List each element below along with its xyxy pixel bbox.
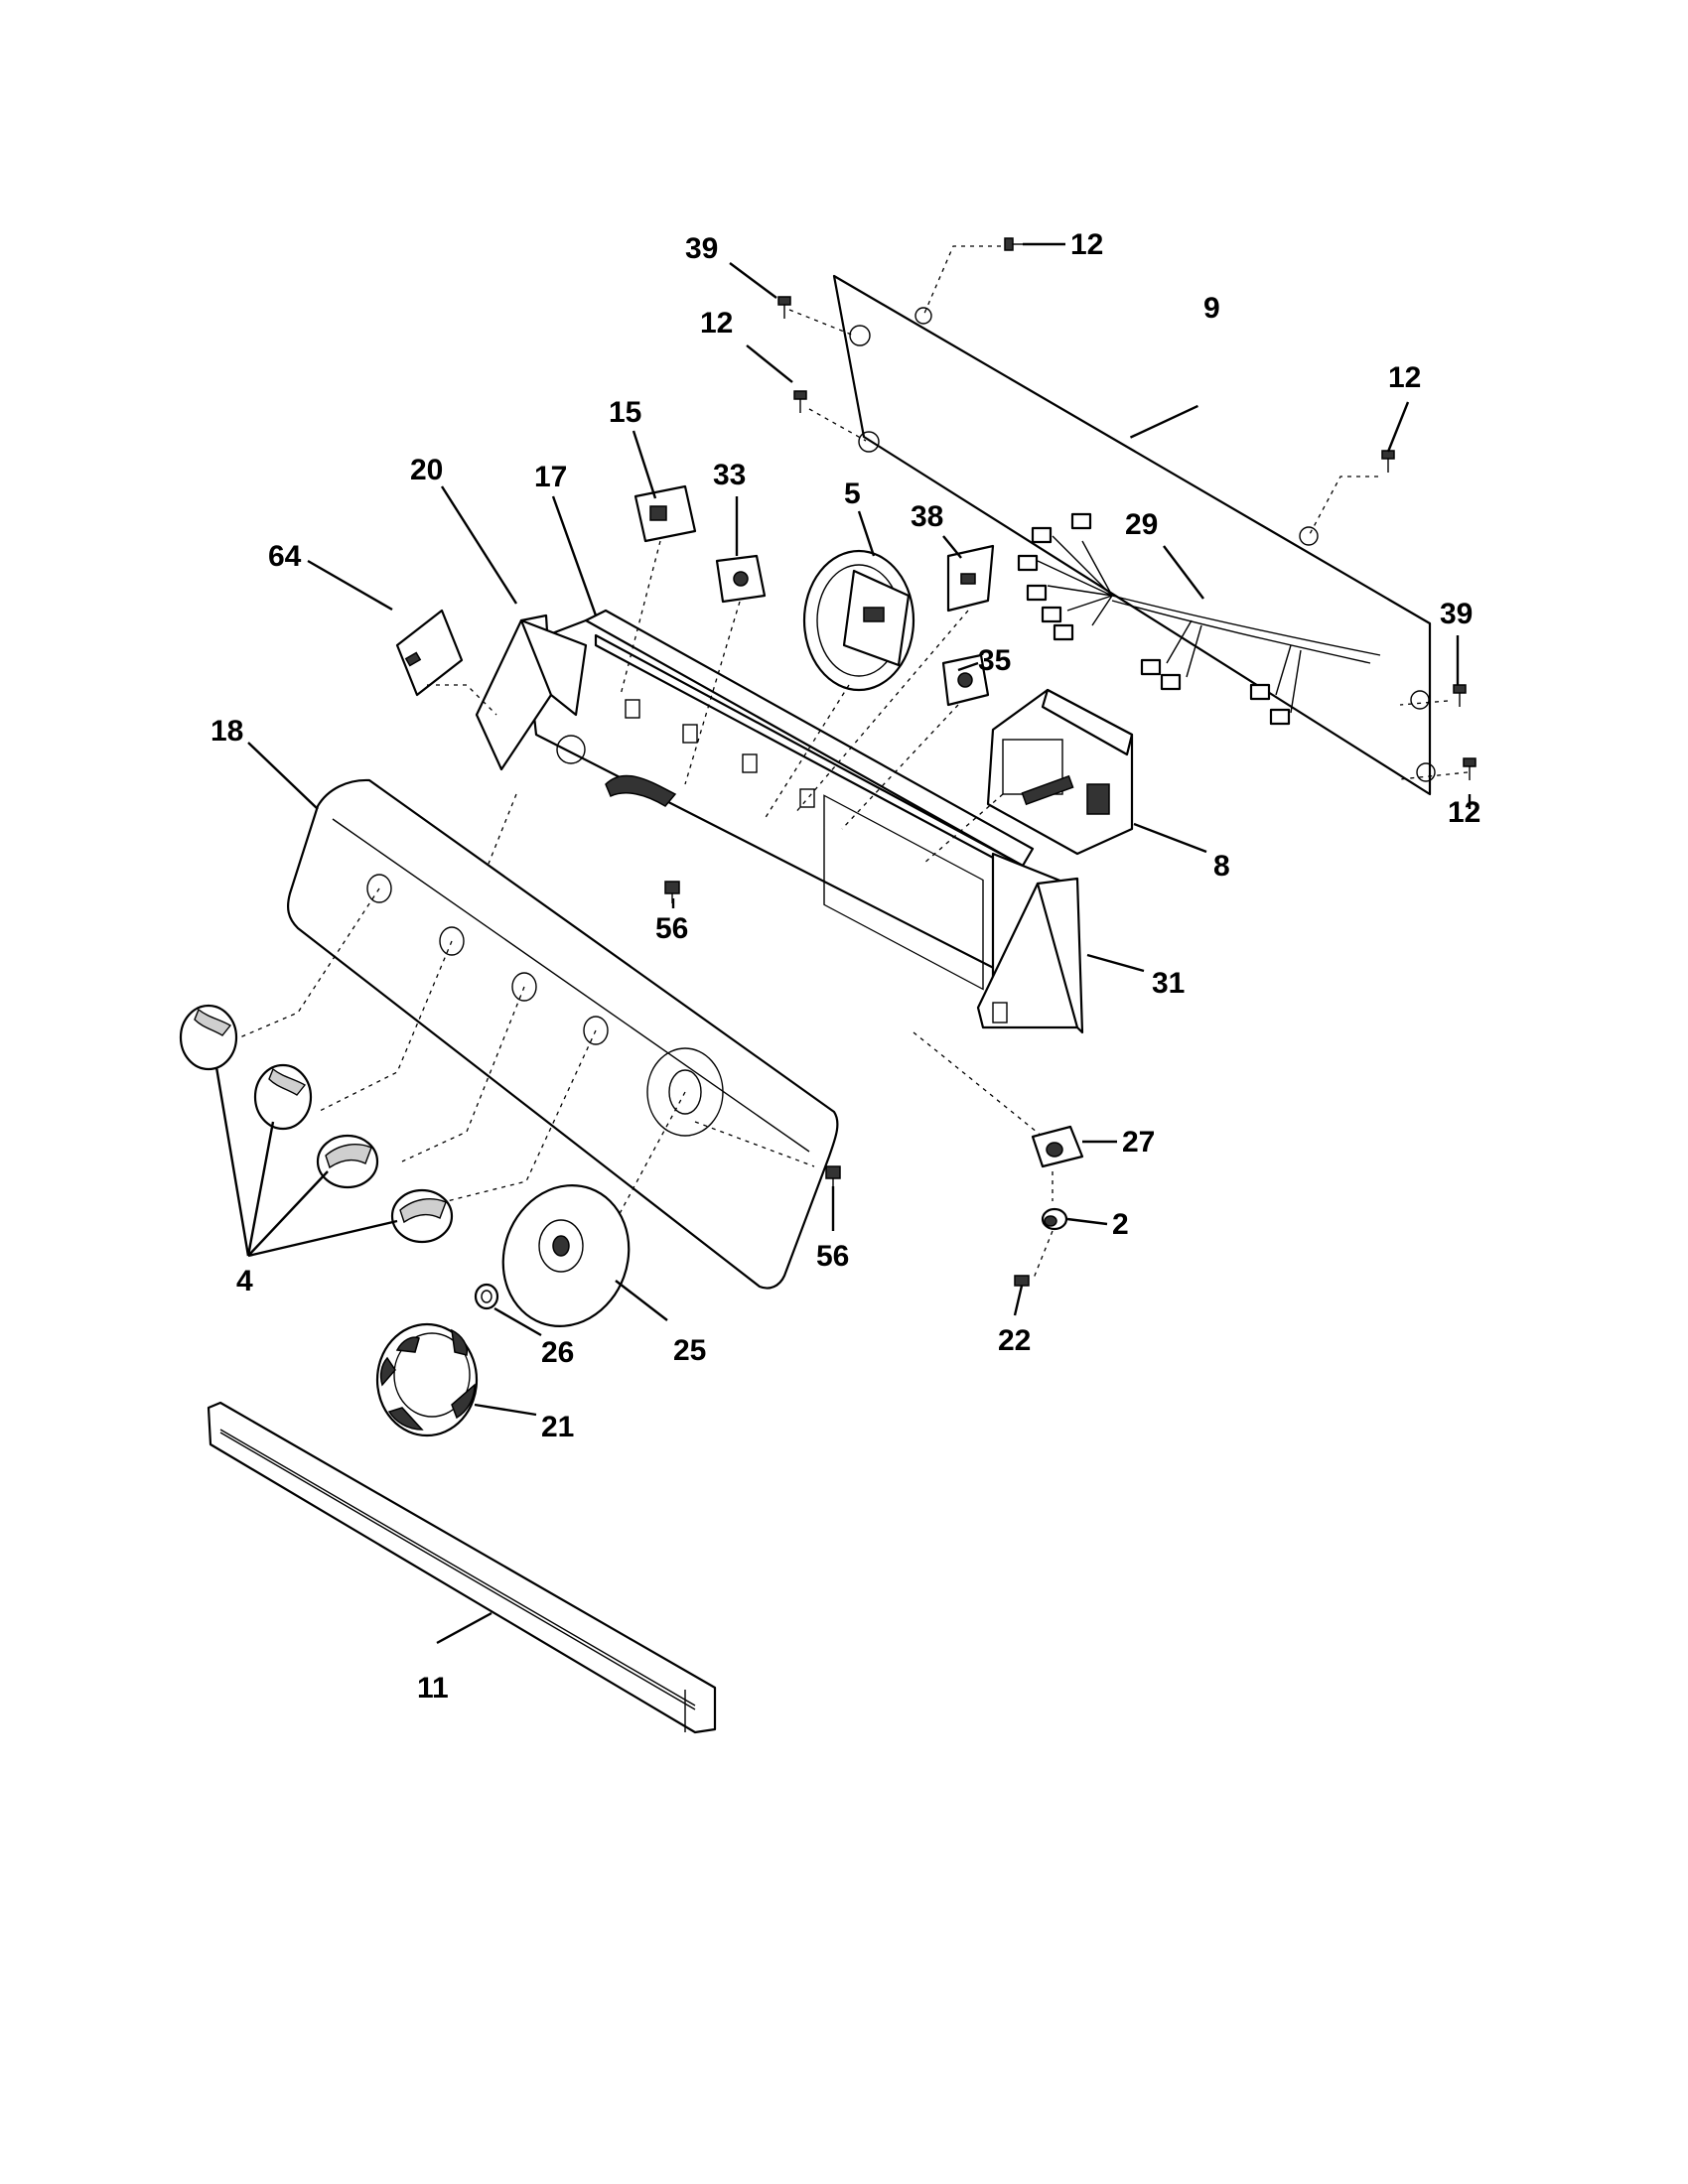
spacer-2	[1041, 1207, 1068, 1231]
left-end-cap	[475, 614, 588, 771]
callout-12-left: 12	[700, 307, 733, 340]
callout-17: 17	[534, 461, 567, 493]
callout-27: 27	[1122, 1126, 1155, 1159]
cover-plate	[395, 609, 497, 716]
callout-8: 8	[1213, 850, 1230, 883]
right-end-cap	[976, 877, 1084, 1034]
screw-56-upper	[664, 881, 680, 903]
callout-11: 11	[417, 1672, 449, 1705]
rear-panel-dashed-lines	[788, 245, 1469, 780]
callout-labels: 39 12 12 9 12 29 39 12 15 33 5 38 35 8 2…	[211, 228, 1480, 1705]
washer	[474, 1283, 499, 1310]
timer	[764, 549, 915, 820]
callout-12-bottom: 12	[1448, 796, 1480, 829]
screw-22	[1013, 1275, 1030, 1316]
trim-strip	[207, 1401, 717, 1734]
leader-lines	[214, 242, 1472, 1645]
callout-18: 18	[211, 715, 243, 748]
timer-knob	[375, 1322, 479, 1437]
screw-icons	[777, 237, 1477, 780]
callout-25: 25	[673, 1334, 706, 1367]
callout-31: 31	[1152, 967, 1185, 1000]
callout-56-lower: 56	[816, 1240, 849, 1273]
callout-9: 9	[1203, 292, 1220, 325]
callout-2: 2	[1112, 1208, 1129, 1241]
callout-39-top: 39	[685, 232, 718, 265]
knob-icons	[179, 1004, 454, 1244]
callout-38: 38	[911, 500, 943, 533]
switch-38	[793, 544, 995, 815]
switch-15	[620, 484, 697, 696]
motor-assembly	[922, 688, 1134, 865]
callout-33: 33	[713, 459, 746, 491]
callout-4: 4	[236, 1265, 253, 1297]
front-panel	[287, 778, 839, 1290]
callout-15: 15	[609, 396, 641, 429]
rear-panel	[832, 274, 1436, 796]
callout-5: 5	[844, 478, 861, 510]
callout-64: 64	[268, 540, 302, 573]
wire-harness	[1017, 512, 1381, 726]
screw-56-lower	[825, 1165, 841, 1186]
switch-35	[841, 653, 990, 830]
callout-20: 20	[410, 454, 443, 486]
callout-26: 26	[541, 1336, 574, 1369]
callout-35: 35	[978, 644, 1011, 677]
callout-12-top: 12	[1070, 228, 1103, 261]
control-console	[524, 609, 1079, 1024]
callout-56-upper: 56	[655, 912, 688, 945]
bracket-27	[1031, 1125, 1084, 1168]
callout-21: 21	[541, 1411, 574, 1443]
callout-39-right: 39	[1440, 598, 1473, 630]
callout-12-right: 12	[1388, 361, 1421, 394]
timer-dial-skirt	[501, 1183, 631, 1328]
callout-29: 29	[1125, 508, 1158, 541]
switch-33	[684, 554, 767, 785]
callout-22: 22	[998, 1324, 1031, 1357]
